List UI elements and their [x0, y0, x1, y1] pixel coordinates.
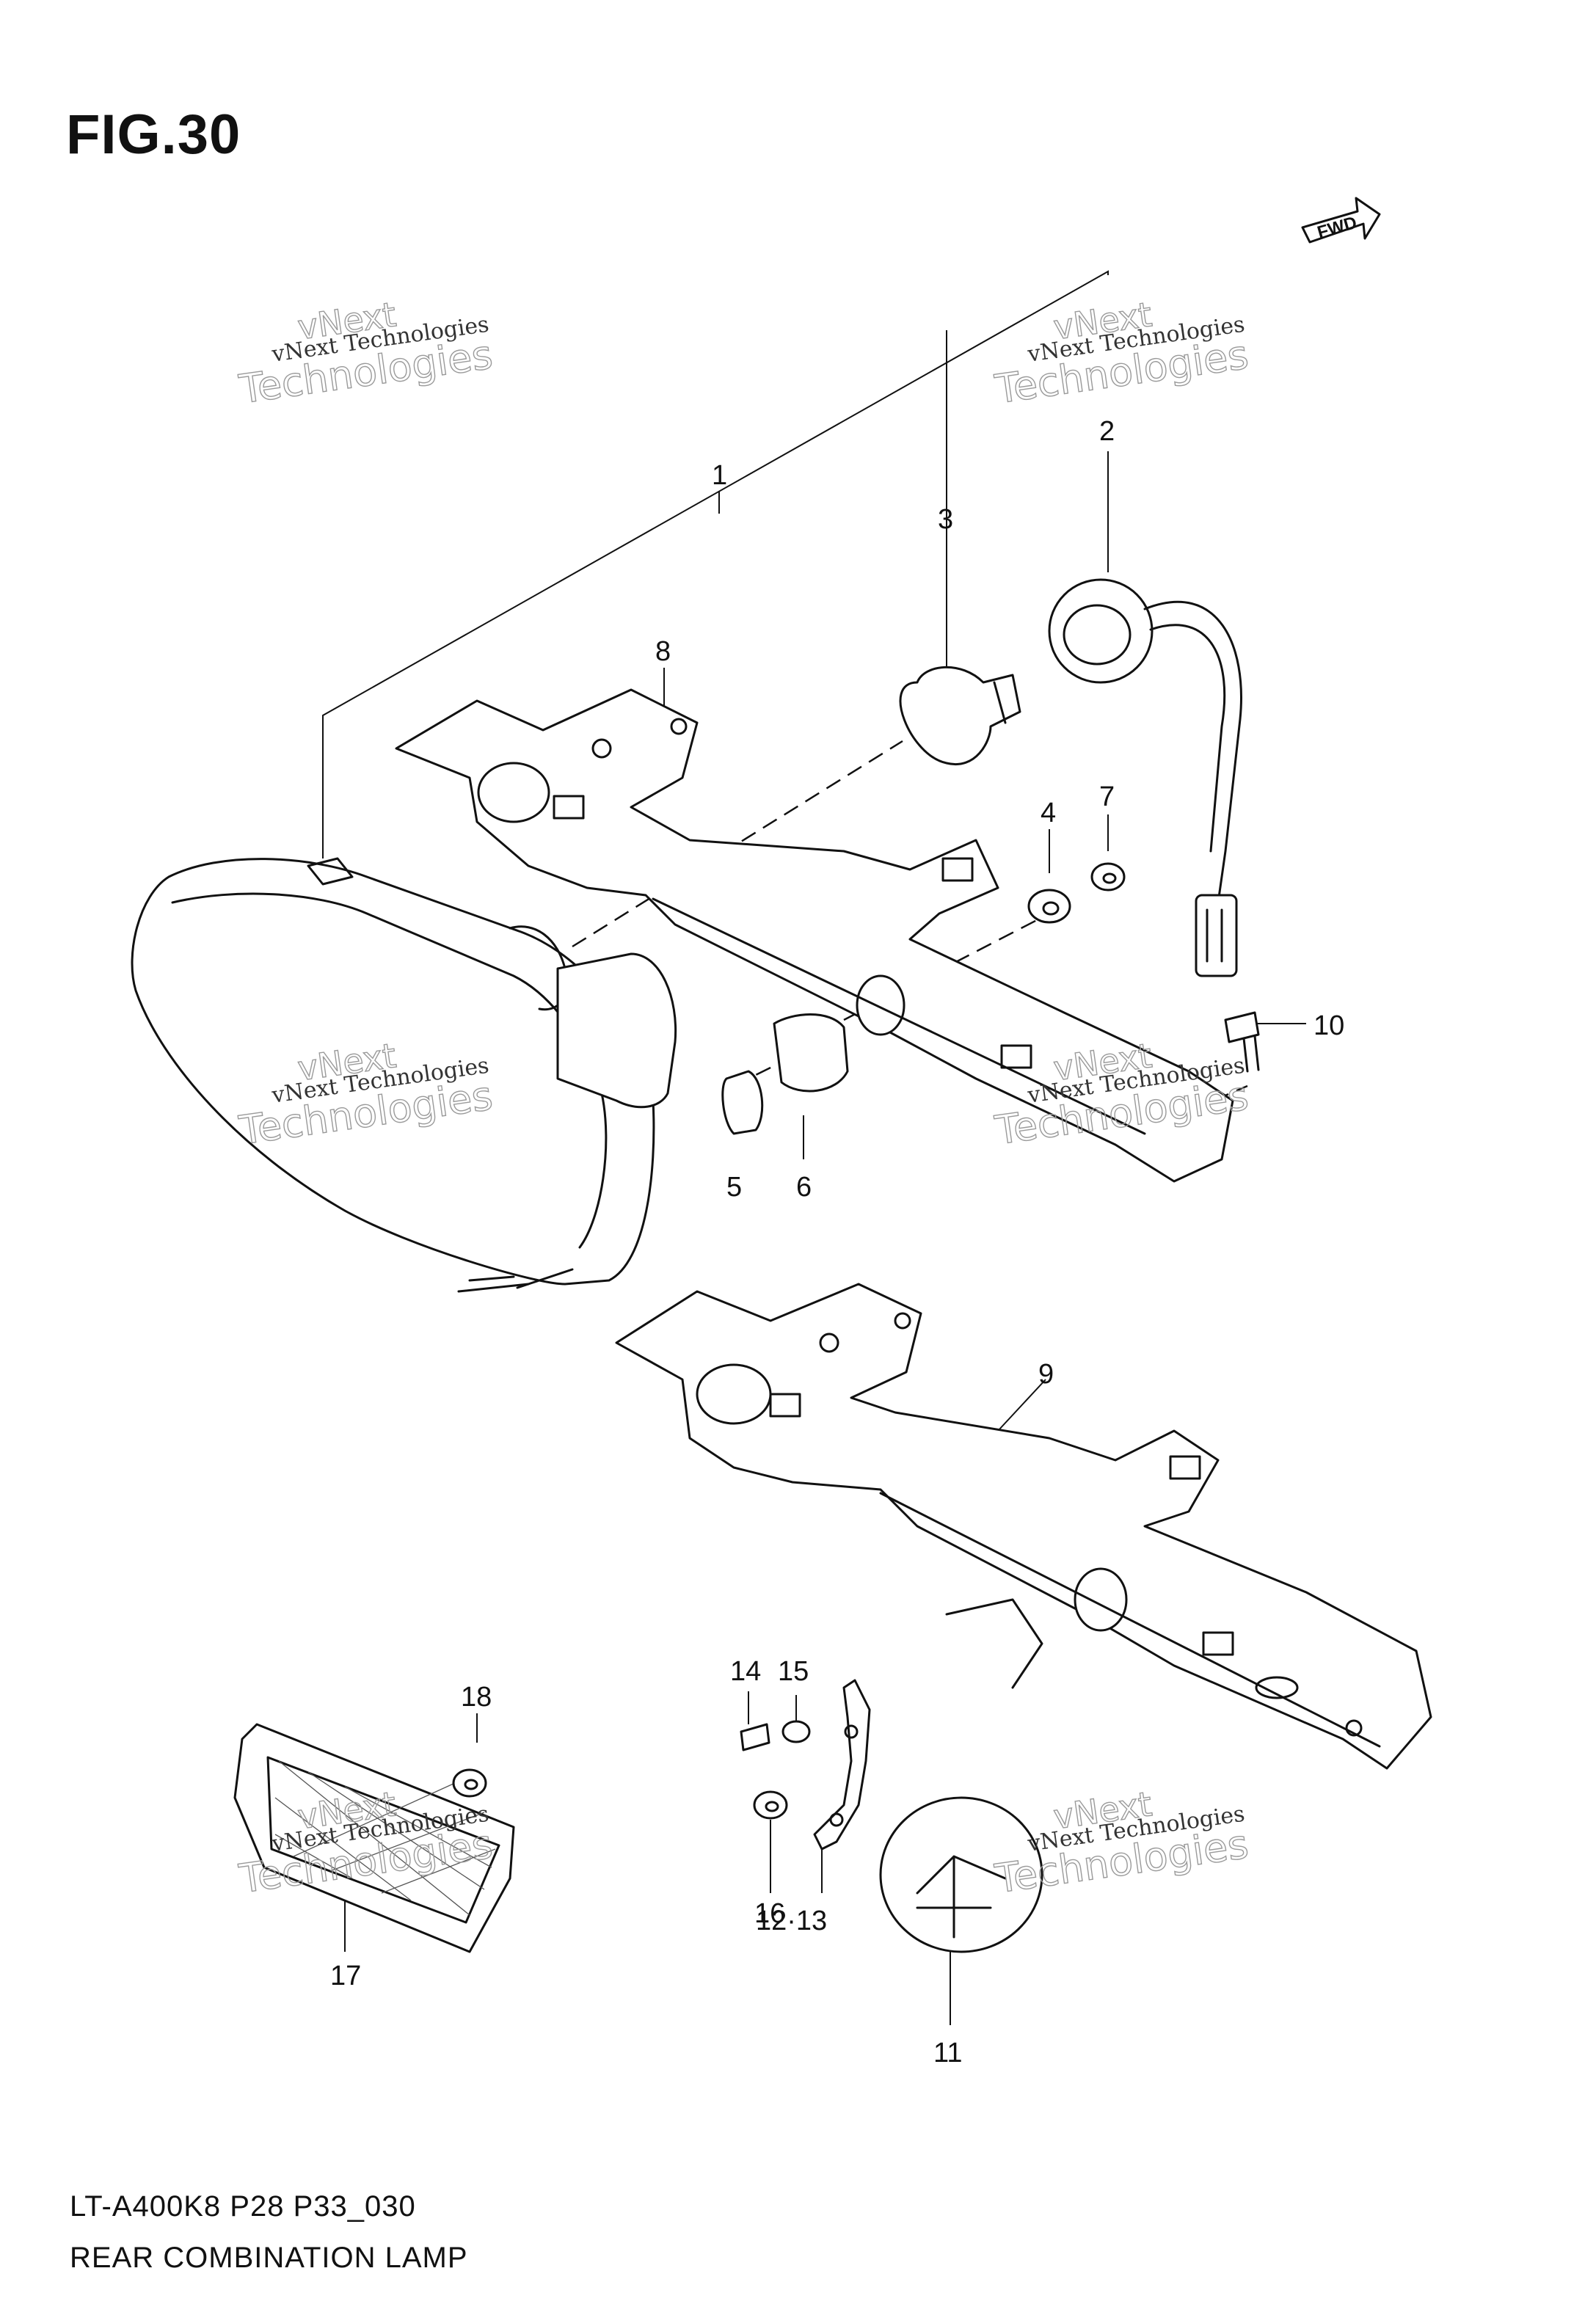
callout-16: 16 — [754, 1898, 785, 1929]
hardware-items — [721, 862, 1260, 1135]
nut-15 — [781, 1720, 811, 1743]
license-lamp-assembly — [740, 1679, 1043, 1953]
bulb-socket-harness — [1048, 578, 1242, 977]
callout-6: 6 — [796, 1172, 812, 1203]
nut-16 — [753, 1790, 788, 1820]
grommet-6 — [773, 1013, 849, 1093]
collar-5 — [721, 1070, 764, 1135]
callout-9: 9 — [1038, 1359, 1054, 1390]
callout-8: 8 — [655, 636, 671, 667]
callout-14: 14 — [730, 1656, 761, 1687]
bulb — [899, 666, 1021, 766]
screw-14 — [740, 1723, 770, 1751]
part-name: REAR COMBINATION LAMP — [70, 2242, 468, 2274]
callout-5: 5 — [726, 1172, 742, 1203]
callout-labels: 1 2 3 4 5 6 7 8 9 10 11 12·13 14 15 16 1… — [330, 416, 1344, 2068]
callout-4: 4 — [1041, 798, 1056, 828]
callout-7: 7 — [1099, 781, 1115, 812]
reflector — [233, 1723, 515, 1953]
figure-title: FIG.30 — [66, 103, 241, 166]
fwd-label: FWD — [1315, 213, 1359, 243]
callout-1: 1 — [712, 460, 727, 491]
upper-bracket — [395, 688, 1234, 1183]
callout-3: 3 — [938, 504, 953, 535]
fwd-arrow-icon: FWD — [1301, 197, 1381, 244]
lower-bracket — [615, 1283, 1432, 1770]
license-lamp-lens — [879, 1796, 1043, 1953]
washer-4 — [1027, 889, 1071, 924]
nut-7 — [1090, 862, 1126, 892]
watermark-group: vNext vNext Technologies Technologies vN… — [236, 294, 1252, 1903]
model-code: LT-A400K8 P28 P33_030 — [70, 2190, 416, 2223]
callout-18: 18 — [461, 1682, 492, 1713]
tail-lamp-housing — [131, 857, 677, 1293]
callout-15: 15 — [778, 1656, 809, 1687]
callout-11: 11 — [933, 2038, 962, 2068]
callout-2: 2 — [1099, 416, 1115, 447]
callout-12-13: 12·13 — [756, 1906, 827, 1936]
callout-17: 17 — [330, 1961, 361, 1991]
bolt-10 — [1224, 1011, 1260, 1043]
license-bracket — [813, 1679, 871, 1851]
callout-10: 10 — [1313, 1010, 1344, 1041]
nut-18 — [452, 1768, 487, 1798]
